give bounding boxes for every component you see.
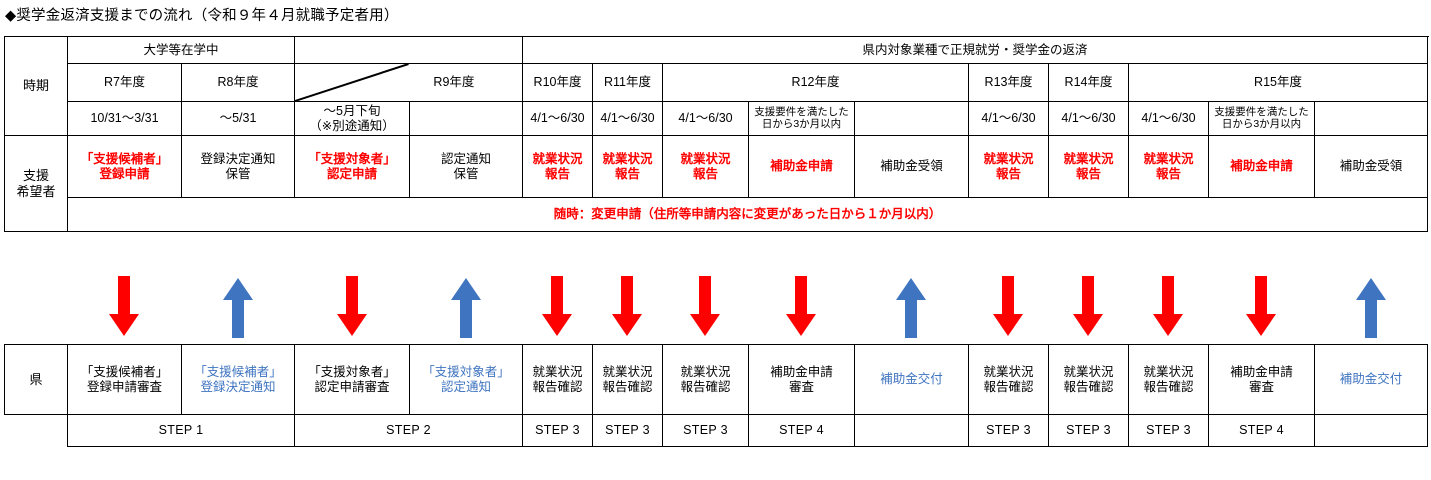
applicant-action-cell-0: 「支援候補者」登録申請 [67,135,182,198]
applicant-action-cell-7: 補助金申請 [748,135,856,198]
applicant-action-cell-3: 認定通知保管 [409,135,524,198]
date-cell-6: 4/1～6/30 [662,101,750,136]
applicant-action-cell-1: 登録決定通知保管 [180,135,296,198]
arrow-band [0,276,1431,344]
fiscal-year-cell-3: R10年度 [522,63,594,102]
date-cell-9: 4/1～6/30 [968,101,1050,136]
flow-arrow-up-3 [449,276,483,338]
step-row-spacer [5,415,68,447]
fiscal-year-cell-2: R9年度 [294,63,524,102]
flow-arrow-up-13 [1354,276,1388,338]
fiscal-year-cell-5: R12年度 [662,63,970,102]
fiscal-year-cell-6: R13年度 [968,63,1050,102]
fiscal-year-cell-4: R11年度 [592,63,664,102]
date-cell-7: 支援要件を満たした日から3か月以内 [748,101,856,136]
step-cell-5: STEP 4 [748,414,855,447]
step-cell-11 [1314,414,1428,447]
prefecture-action-cell-13: 補助金交付 [1314,344,1428,415]
flow-arrow-down-2 [335,276,369,338]
flow-arrow-down-9 [991,276,1025,338]
date-cell-5: 4/1～6/30 [592,101,664,136]
flow-arrow-down-4 [540,276,574,338]
date-cell-8 [854,101,970,136]
applicant-action-cell-10: 就業状況報告 [1048,135,1130,198]
prefecture-action-cell-2: 「支援対象者」認定申請審査 [294,344,410,415]
applicant-action-row: 支援希望者 「支援候補者」登録申請登録決定通知保管「支援対象者」認定申請認定通知… [4,135,1429,232]
step-cell-1: STEP 2 [294,414,523,447]
prefecture-action-cell-5: 就業状況報告確認 [592,344,663,415]
date-cell-0: 10/31～3/31 [67,101,182,136]
step-cell-0: STEP 1 [67,414,295,447]
flow-arrow-down-5 [610,276,644,338]
prefecture-action-cell-0: 「支援候補者」登録申請審査 [67,344,182,415]
prefecture-action-cell-4: 就業状況報告確認 [522,344,593,415]
phase-band-2: 県内対象業種で正規就労・奨学金の返済 [522,36,1429,64]
flow-arrow-down-6 [688,276,722,338]
date-cell-2: ～5月下旬（※別途通知） [294,101,411,136]
date-cell-4: 4/1～6/30 [522,101,594,136]
flow-arrow-up-8 [894,276,928,338]
prefecture-action-cell-9: 就業状況報告確認 [968,344,1049,415]
step-cell-4: STEP 3 [662,414,749,447]
page-title: ◆奨学金返済支援までの流れ（令和９年４月就職予定者用） [5,8,399,24]
diagonal-slash-icon [295,64,522,101]
anytime-note-row: 随時：変更申請（住所等申請内容に変更があった日から１か月以内） [5,197,1429,232]
row-label-prefecture: 県 [4,344,68,415]
prefecture-action-cell-8: 補助金交付 [854,344,969,415]
applicant-action-cell-5: 就業状況報告 [592,135,664,198]
date-cell-13 [1314,101,1429,136]
flow-arrow-up-1 [221,276,255,338]
prefecture-action-cell-1: 「支援候補者」登録決定通知 [181,344,295,415]
applicant-action-cell-6: 就業状況報告 [662,135,750,198]
date-cell-10: 4/1～6/30 [1048,101,1130,136]
phase-band-row: 時期 大学等在学中 県内対象業種で正規就労・奨学金の返済 [4,36,1429,136]
step-cell-3: STEP 3 [592,414,663,447]
step-cell-2: STEP 3 [522,414,593,447]
prefecture-action-cell-6: 就業状況報告確認 [662,344,749,415]
applicant-action-cell-13: 補助金受領 [1314,135,1429,198]
flow-arrow-down-12 [1244,276,1278,338]
date-cell-11: 4/1～6/30 [1128,101,1210,136]
flow-arrow-down-11 [1151,276,1185,338]
prefecture-action-cell-12: 補助金申請審査 [1208,344,1315,415]
applicant-action-cell-2: 「支援対象者」認定申請 [294,135,411,198]
prefecture-action-cell-11: 就業状況報告確認 [1128,344,1209,415]
phase-band-0: 大学等在学中 [66,36,296,64]
row-label-applicant: 支援希望者 [4,135,68,232]
step-cell-9: STEP 3 [1128,414,1209,447]
fiscal-year-cell-0: R7年度 [67,63,182,102]
date-cell-3 [409,101,524,136]
step-cell-6 [854,414,969,447]
flow-arrow-down-0 [107,276,141,338]
applicant-action-cell-4: 就業状況報告 [522,135,594,198]
applicant-action-cell-11: 就業状況報告 [1128,135,1210,198]
fiscal-year-cell-7: R14年度 [1048,63,1130,102]
prefecture-action-cell-7: 補助金申請審査 [748,344,855,415]
prefecture-action-row: 県 「支援候補者」登録申請審査「支援候補者」登録決定通知「支援対象者」認定申請審… [4,344,1428,415]
step-cell-7: STEP 3 [968,414,1049,447]
flow-arrow-down-7 [784,276,818,338]
step-cell-10: STEP 4 [1208,414,1315,447]
flow-arrow-down-10 [1071,276,1105,338]
date-cell-12: 支援要件を満たした日から3か月以内 [1208,101,1316,136]
phase-band-1 [294,36,524,64]
fiscal-year-label: R9年度 [433,75,475,90]
anytime-change-note: 随時：変更申請（住所等申請内容に変更があった日から１か月以内） [66,197,1429,232]
applicant-action-cell-8: 補助金受領 [854,135,970,198]
applicant-action-cell-12: 補助金申請 [1208,135,1316,198]
schedule-table-bottom: 県 「支援候補者」登録申請審査「支援候補者」登録決定通知「支援対象者」認定申請審… [4,344,1428,447]
applicant-action-cell-9: 就業状況報告 [968,135,1050,198]
fiscal-year-cell-8: R15年度 [1128,63,1429,102]
row-label-period: 時期 [4,36,68,136]
prefecture-action-cell-10: 就業状況報告確認 [1048,344,1129,415]
step-cell-8: STEP 3 [1048,414,1129,447]
date-cell-1: ～5/31 [180,101,296,136]
prefecture-action-cell-3: 「支援対象者」認定通知 [409,344,523,415]
fiscal-year-cell-1: R8年度 [180,63,296,102]
